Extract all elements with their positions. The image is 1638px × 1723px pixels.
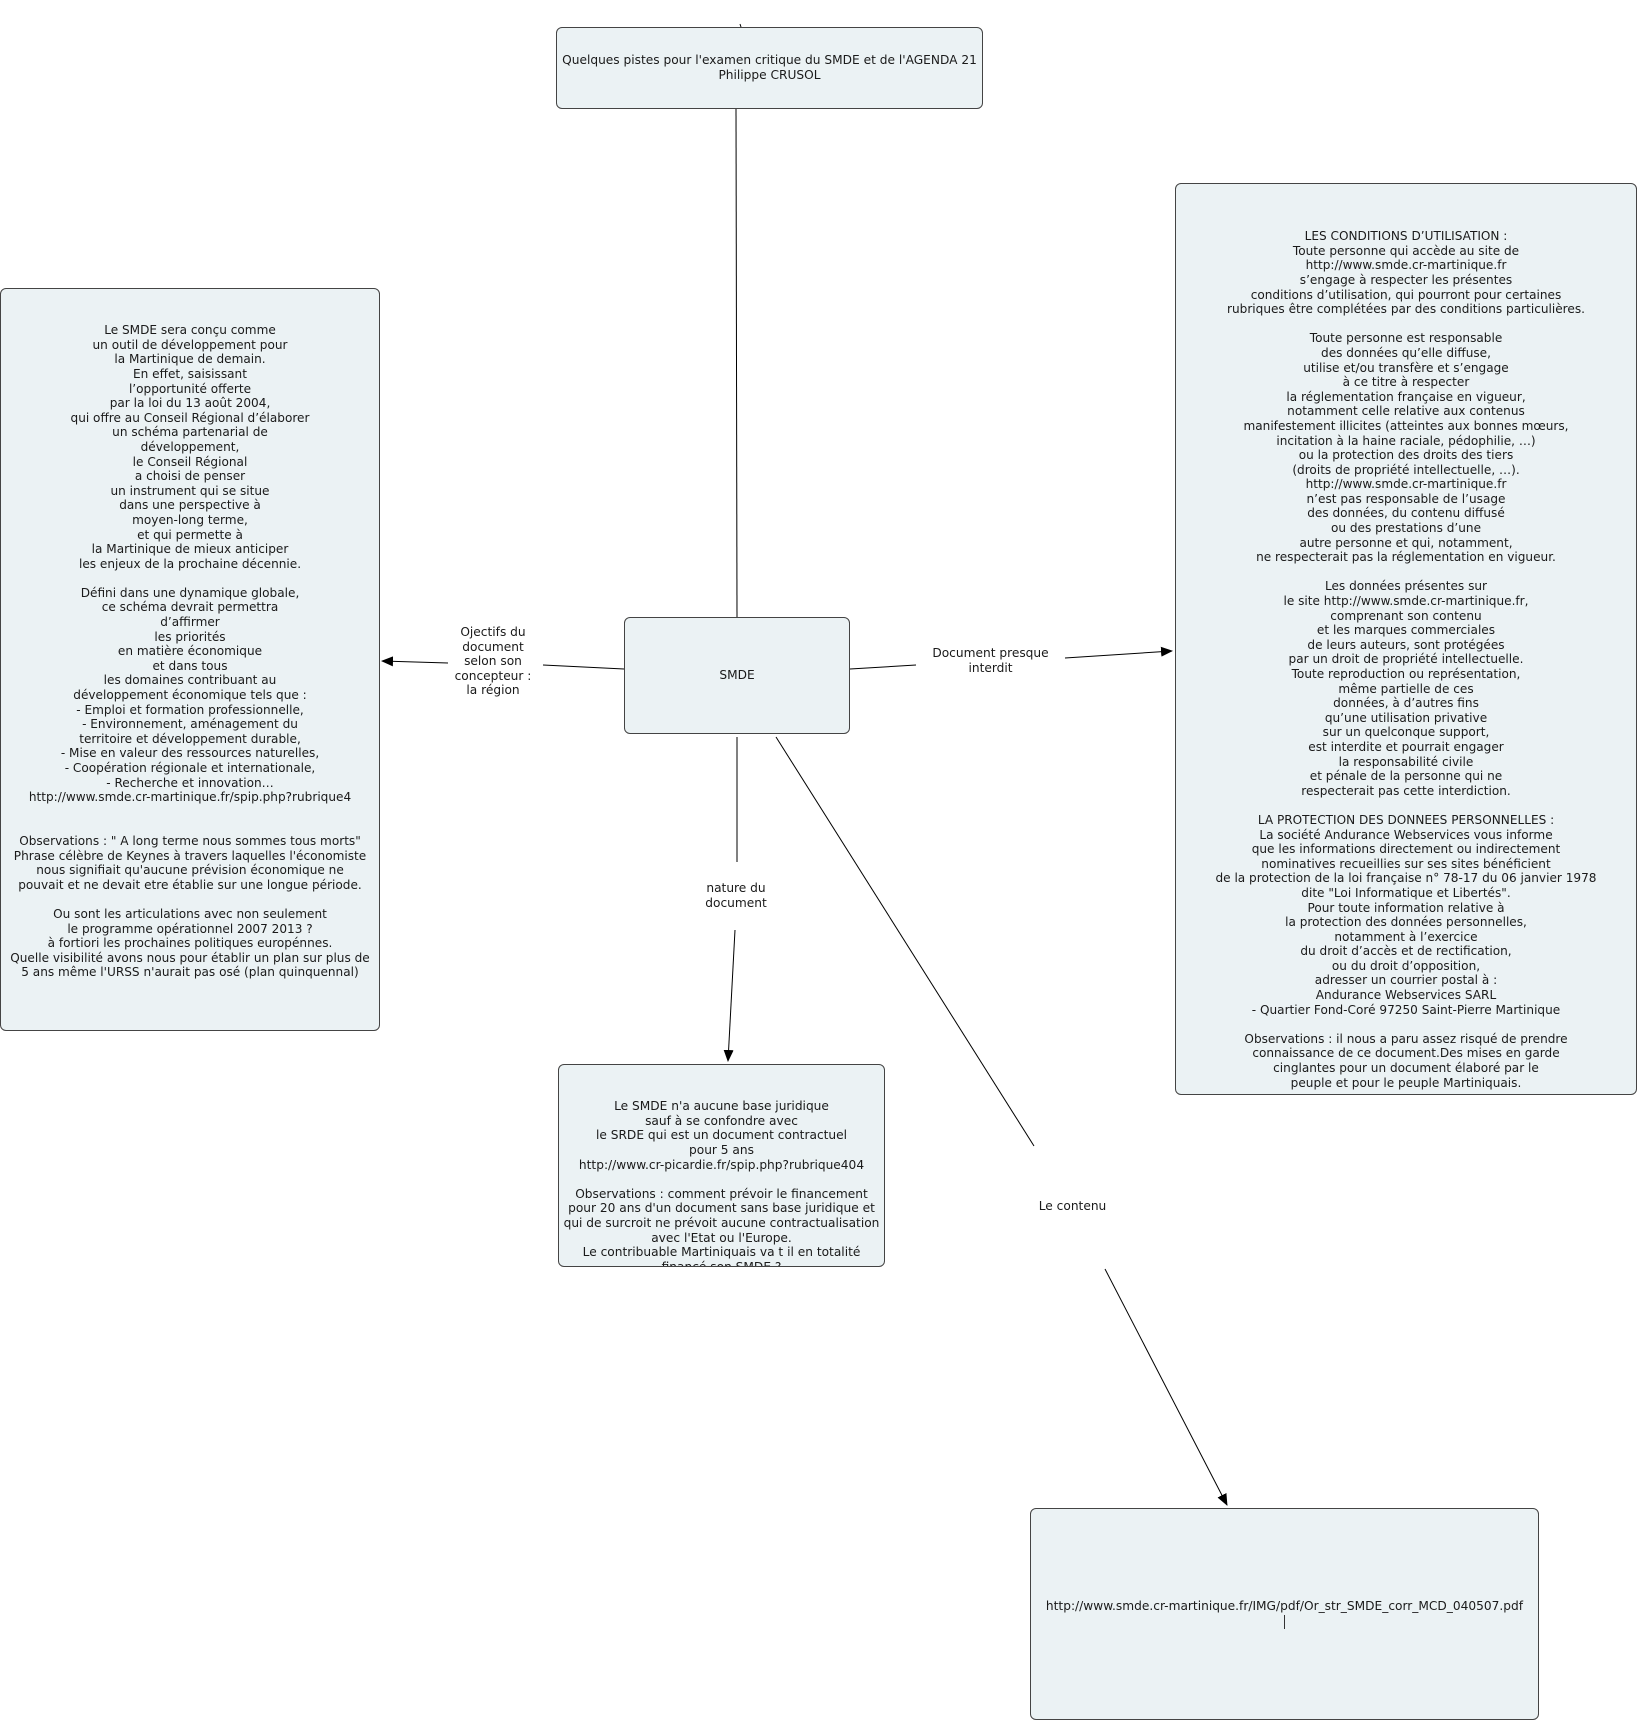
node-objectifs-text: Le SMDE sera conçu comme un outil de dév… [10,323,370,980]
connector-smde-contenu-a [775,736,1035,1147]
node-root-text: Quelques pistes pour l'examen critique d… [562,53,977,82]
node-nature[interactable]: Le SMDE n'a aucune base juridique sauf à… [558,1064,885,1267]
text-cursor [1284,1615,1285,1630]
node-smde[interactable]: SMDE [624,617,850,734]
node-objectifs[interactable]: Le SMDE sera conçu comme un outil de dév… [0,288,380,1031]
node-nature-text: Le SMDE n'a aucune base juridique sauf à… [563,1099,880,1267]
connector-smde-interdit-a [849,664,917,670]
link-label-interdit[interactable]: Document presque interdit [918,646,1063,676]
link-label-objectifs[interactable]: Ojectifs du document selon son concepteu… [448,625,538,698]
link-label-contenu[interactable]: Le contenu [1030,1199,1115,1214]
connector-smde-objectifs-b [381,656,449,667]
connector-smde-nature-b [723,929,736,1062]
connector-root-smde [735,107,738,618]
node-smde-text: SMDE [719,668,755,683]
connector-smde-objectifs-a [542,664,625,670]
node-root[interactable]: Quelques pistes pour l'examen critique d… [556,27,983,109]
link-label-nature[interactable]: nature du document [690,881,782,911]
connector-smde-contenu-b [1104,1268,1228,1506]
connector-smde-interdit-b [1064,646,1173,659]
node-contenu-text: http://www.smde.cr-martinique.fr/IMG/pdf… [1045,1598,1524,1613]
node-conditions[interactable]: LES CONDITIONS D’UTILISATION : Toute per… [1175,183,1637,1095]
node-conditions-text: LES CONDITIONS D’UTILISATION : Toute per… [1215,229,1597,1090]
node-contenu[interactable]: http://www.smde.cr-martinique.fr/IMG/pdf… [1030,1508,1539,1720]
